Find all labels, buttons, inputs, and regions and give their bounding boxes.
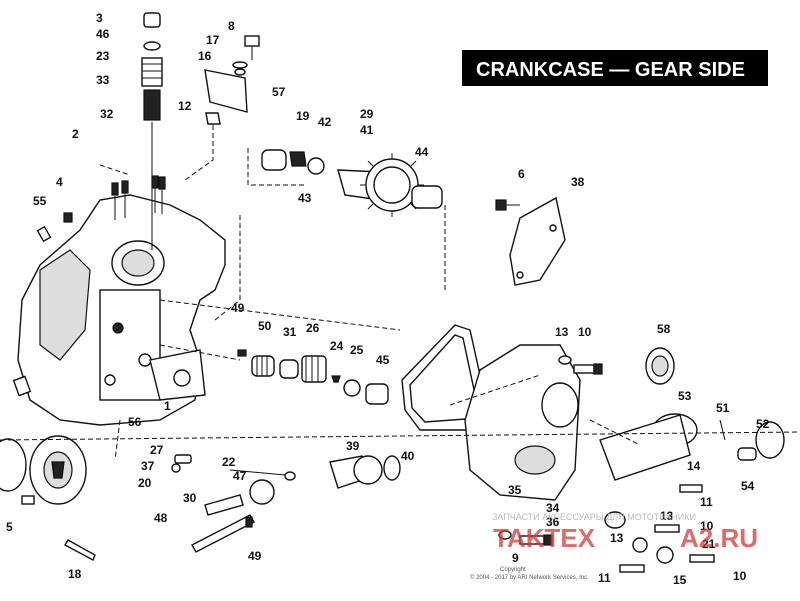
cover-fasteners-top <box>558 347 675 385</box>
callout-18: 18 <box>68 567 82 581</box>
small-hardware <box>171 454 296 553</box>
callout-54: 54 <box>741 479 755 493</box>
callout-57: 57 <box>272 85 286 99</box>
callout-2: 2 <box>72 127 79 141</box>
callout-56: 56 <box>128 415 142 429</box>
callout-26: 26 <box>306 321 320 335</box>
crankcase-body <box>17 175 226 426</box>
callout-10: 10 <box>733 569 747 583</box>
callout-30: 30 <box>183 491 197 505</box>
callout-13: 13 <box>660 509 674 523</box>
callout-50: 50 <box>258 319 272 333</box>
bracket-assembly <box>184 35 260 181</box>
callout-19: 19 <box>296 109 310 123</box>
pinion-row <box>159 299 401 405</box>
camshaft-row <box>247 148 446 290</box>
watermark-site-b: A2.RU <box>680 523 758 553</box>
callout-15: 15 <box>673 573 687 587</box>
callout-32: 32 <box>100 107 114 121</box>
oil-pump-parts <box>329 455 401 489</box>
callout-3: 3 <box>96 11 103 25</box>
watermark-caption: ЗАПЧАСТИ АКСЕССУАРЫ ДЛЯ МОТОТЕХНИКИ <box>492 512 696 522</box>
callout-20: 20 <box>138 476 152 490</box>
callout-8: 8 <box>228 19 235 33</box>
copyright: Copyright © 2004 - 2017 by ARI Network S… <box>470 567 589 581</box>
right-parts <box>599 413 785 481</box>
callout-17: 17 <box>206 33 220 47</box>
callout-4: 4 <box>56 175 63 189</box>
callout-43: 43 <box>298 191 312 205</box>
bottom-fasteners <box>498 484 715 573</box>
callout-48: 48 <box>154 511 168 525</box>
callout-12: 12 <box>178 99 192 113</box>
gear-cover-fragment <box>0 435 87 505</box>
callout-45: 45 <box>376 353 390 367</box>
callout-52: 52 <box>756 417 770 431</box>
callout-40: 40 <box>401 449 415 463</box>
guide-lines <box>0 164 800 461</box>
valve-stack <box>141 12 163 250</box>
callout-6: 6 <box>518 167 525 181</box>
cam-gear <box>360 153 424 217</box>
callout-13: 13 <box>610 531 624 545</box>
title-banner: CRANKCASE — GEAR SIDE <box>462 50 768 86</box>
callout-53: 53 <box>678 389 692 403</box>
diagram-title: CRANKCASE — GEAR SIDE <box>476 59 745 81</box>
callout-10: 10 <box>578 325 592 339</box>
callout-29: 29 <box>360 107 374 121</box>
callout-27: 27 <box>150 443 164 457</box>
callout-34: 34 <box>546 501 560 515</box>
gear-cover <box>464 344 581 501</box>
callout-41: 41 <box>360 123 374 137</box>
callout-51: 51 <box>716 401 730 415</box>
callout-31: 31 <box>283 325 297 339</box>
watermark: ЗАПЧАСТИ АКСЕССУАРЫ ДЛЯ МОТОТЕХНИКИ TAKT… <box>492 512 758 553</box>
callout-58: 58 <box>657 322 671 336</box>
callout-49: 49 <box>231 301 245 315</box>
left-bolts <box>12 212 96 561</box>
callout-42: 42 <box>318 115 332 129</box>
callout-39: 39 <box>346 439 360 453</box>
callout-24: 24 <box>330 339 344 353</box>
callout-46: 46 <box>96 27 110 41</box>
callout-9: 9 <box>512 551 519 565</box>
callout-36: 36 <box>546 515 560 529</box>
callout-5: 5 <box>6 520 13 534</box>
callout-16: 16 <box>198 49 212 63</box>
watermark-site-a: TAKTEX <box>493 523 596 553</box>
callout-33: 33 <box>96 73 110 87</box>
callout-21: 21 <box>702 537 716 551</box>
copyright-line-2: © 2004 - 2017 by ARI Network Services, I… <box>470 574 589 581</box>
callout-55: 55 <box>33 194 47 208</box>
callout-37: 37 <box>141 459 155 473</box>
callout-11: 11 <box>598 571 611 585</box>
callout-44: 44 <box>415 145 429 159</box>
callout-47: 47 <box>233 469 247 483</box>
callout-35: 35 <box>508 483 522 497</box>
callout-13: 13 <box>555 325 569 339</box>
callout-1: 1 <box>164 399 171 413</box>
callout-49: 49 <box>248 549 262 563</box>
callout-11: 11 <box>700 495 713 509</box>
gasket-38 <box>495 196 566 286</box>
callout-22: 22 <box>222 455 236 469</box>
callout-14: 14 <box>687 459 701 473</box>
callout-10: 10 <box>700 519 714 533</box>
callout-23: 23 <box>96 49 110 63</box>
callout-25: 25 <box>350 343 364 357</box>
callout-38: 38 <box>571 175 585 189</box>
copyright-line-1: Copyright <box>500 567 526 573</box>
